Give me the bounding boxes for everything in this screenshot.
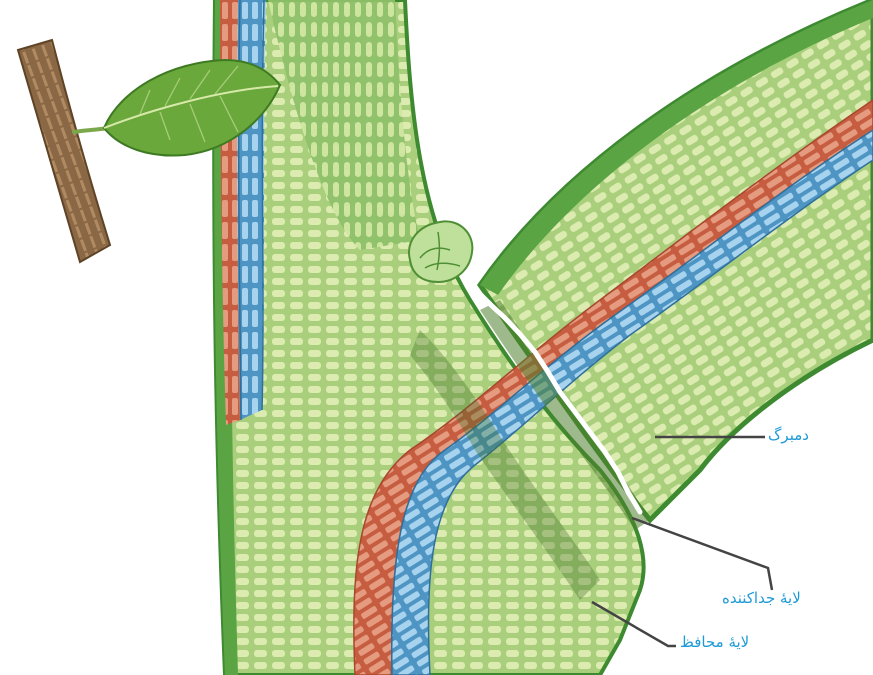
label-petiole: دمبرگ xyxy=(768,426,809,444)
twig-bark xyxy=(18,40,110,262)
axillary-bud xyxy=(409,221,472,282)
leaf-stalk xyxy=(74,128,108,132)
label-abscission-layer: لایهٔ جداکننده xyxy=(722,589,801,607)
label-protective-layer: لایهٔ محافظ xyxy=(680,633,749,651)
leader-abscission xyxy=(632,518,772,590)
